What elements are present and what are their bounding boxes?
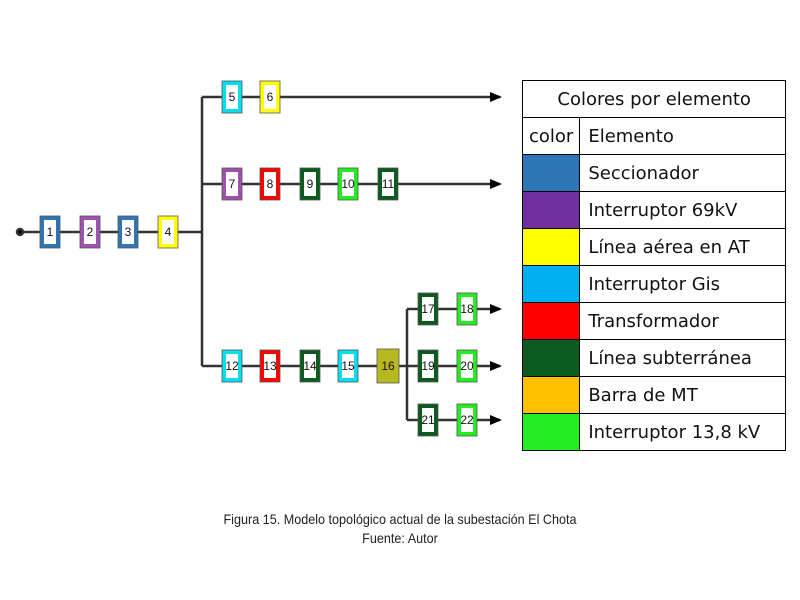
node-16: 16: [376, 348, 400, 384]
legend-element-label: Línea subterránea: [579, 339, 787, 377]
node-12: 12: [221, 349, 243, 383]
caption-title: Figura 15. Modelo topológico actual de l…: [223, 511, 577, 527]
node-label: 11: [382, 177, 395, 191]
legend-element-label: Barra de MT: [579, 376, 787, 414]
legend-row: Interruptor Gis: [521, 265, 787, 303]
legend-header-element: Elemento: [579, 117, 787, 155]
node-label: 2: [87, 225, 94, 239]
node-label: 18: [460, 302, 474, 316]
node-label: 10: [341, 177, 355, 191]
node-13: 13: [259, 349, 281, 383]
node-label: 19: [421, 359, 435, 373]
legend-element-label: Interruptor 69kV: [579, 191, 787, 229]
node-20: 20: [456, 349, 478, 383]
node-inner: [461, 354, 473, 378]
node-inner: [226, 354, 238, 378]
node-inner: [422, 408, 434, 432]
node-8: 8: [259, 167, 281, 201]
legend-element-label: Interruptor Gis: [579, 265, 787, 303]
legend-header-color: color: [521, 117, 581, 155]
legend-element-label: Interruptor 13,8 kV: [579, 413, 787, 451]
node-14: 14: [299, 349, 321, 383]
legend-row: Interruptor 13,8 kV: [521, 413, 787, 451]
node-label: 3: [125, 225, 132, 239]
node-label: 7: [229, 177, 236, 191]
node-label: 9: [307, 177, 314, 191]
legend-color-swatch: [521, 228, 581, 266]
node-3: 3: [117, 215, 139, 249]
node-inner: [342, 354, 354, 378]
legend-color-swatch: [521, 339, 581, 377]
node-22: 22: [456, 403, 478, 437]
node-6: 6: [259, 80, 281, 114]
node-label: 13: [263, 359, 277, 373]
legend-color-swatch: [521, 413, 581, 451]
legend-element-label: Línea aérea en AT: [579, 228, 787, 266]
node-inner: [264, 354, 276, 378]
node-inner: [162, 220, 174, 244]
node-label: 20: [460, 359, 474, 373]
legend-element-label: Transformador: [579, 302, 787, 340]
node-1: 1: [39, 215, 61, 249]
node-15: 15: [337, 349, 359, 383]
legend-row: Línea subterránea: [521, 339, 787, 377]
node-4: 4: [157, 215, 179, 249]
node-label: 6: [267, 90, 274, 104]
node-9: 9: [299, 167, 321, 201]
legend-color-swatch: [521, 191, 581, 229]
node-inner: [461, 408, 473, 432]
node-label: 16: [381, 359, 395, 373]
node-19: 19: [417, 349, 439, 383]
node-inner: [382, 172, 394, 196]
node-label: 15: [341, 359, 355, 373]
node-inner: [226, 172, 238, 196]
start-terminal: [15, 227, 25, 237]
node-5: 5: [221, 80, 243, 114]
legend-color-swatch: [521, 302, 581, 340]
legend-color-swatch: [521, 154, 581, 192]
node-label: 17: [421, 302, 435, 316]
node-label: 22: [460, 413, 474, 427]
node-label: 14: [303, 359, 317, 373]
legend-row: Transformador: [521, 302, 787, 340]
node-label: 4: [165, 225, 172, 239]
node-10: 10: [337, 167, 359, 201]
legend-row: Línea aérea en AT: [521, 228, 787, 266]
node-frame: [376, 348, 400, 384]
node-inner: [461, 297, 473, 321]
node-inner: [264, 172, 276, 196]
node-11: 11: [377, 167, 399, 201]
legend-row: Interruptor 69kV: [521, 191, 787, 229]
figure-caption: Figura 15. Modelo topológico actual de l…: [40, 510, 760, 548]
color-legend-table: Colores por elemento color Elemento Secc…: [521, 80, 787, 451]
node-21: 21: [417, 403, 439, 437]
node-inner: [264, 85, 276, 109]
node-label: 21: [421, 413, 435, 427]
legend-element-label: Seccionador: [579, 154, 787, 192]
node-2: 2: [79, 215, 101, 249]
node-label: 12: [225, 359, 239, 373]
node-inner: [304, 172, 316, 196]
node-inner: [422, 354, 434, 378]
legend-row: Barra de MT: [521, 376, 787, 414]
node-inner: [44, 220, 56, 244]
node-inner: [122, 220, 134, 244]
node-inner: [342, 172, 354, 196]
caption-source: Fuente: Autor: [362, 530, 438, 546]
node-inner: [304, 354, 316, 378]
node-inner: [422, 297, 434, 321]
node-7: 7: [221, 167, 243, 201]
node-18: 18: [456, 292, 478, 326]
legend-row: Seccionador: [521, 154, 787, 192]
node-inner: [84, 220, 96, 244]
node-label: 1: [47, 225, 54, 239]
legend-color-swatch: [521, 376, 581, 414]
node-17: 17: [417, 292, 439, 326]
legend-color-swatch: [521, 265, 581, 303]
node-label: 5: [229, 90, 236, 104]
legend-title: Colores por elemento: [521, 80, 787, 118]
node-label: 8: [267, 177, 274, 191]
node-inner: [226, 85, 238, 109]
